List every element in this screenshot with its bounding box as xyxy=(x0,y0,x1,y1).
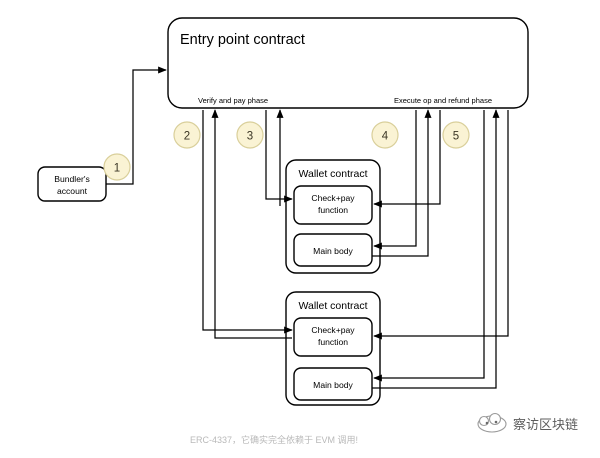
step-marker-1-number: 1 xyxy=(114,163,120,175)
connector-step5-entry-to-wallet2-checkpay xyxy=(373,110,509,340)
watermark-logo-icon xyxy=(477,412,507,433)
wallet-2-mainbody-box xyxy=(293,367,373,401)
step-marker-4 xyxy=(371,121,399,149)
step-marker-3-number: 3 xyxy=(247,131,253,143)
wallet-1-checkpay-label-line2: function xyxy=(318,205,348,215)
connector-step5-down-to-wallet2-mainbody xyxy=(373,110,485,382)
step-marker-1 xyxy=(103,153,131,181)
step-marker-4-number: 4 xyxy=(382,131,389,143)
connector-step4-return-from-wallet1 xyxy=(372,109,432,257)
wallet-2-checkpay-label-line2: function xyxy=(318,337,348,347)
connector-bundler-to-entrypoint xyxy=(106,66,167,185)
caption-text: ERC-4337，它确实完全依赖于 EVM 调用! xyxy=(190,434,358,445)
bundler-label-line2: account xyxy=(57,186,88,196)
connector-step4-down-to-wallet1-mainbody xyxy=(373,110,417,250)
connector-step2-return-to-entry xyxy=(211,109,292,339)
wallet-1-mainbody-label: Main body xyxy=(313,246,353,256)
watermark-label: 察访区块链 xyxy=(513,417,578,432)
connector-step3-down-to-wallet1 xyxy=(265,110,293,203)
wallet-1-checkpay-box xyxy=(293,185,373,225)
wallet-2-mainbody-label: Main body xyxy=(313,380,353,390)
wallet-contract-1-title: Wallet contract xyxy=(298,168,367,180)
step-marker-2-number: 2 xyxy=(184,131,190,143)
step-marker-2 xyxy=(173,121,201,149)
connector-step4-entry-to-wallet1-checkpay xyxy=(373,110,441,208)
wallet-2-checkpay-label-line1: Check+pay xyxy=(311,325,355,335)
connector-step5-return-from-wallet2 xyxy=(372,109,500,389)
wallet-contract-2-title: Wallet contract xyxy=(298,300,367,312)
connector-step2-down-to-wallet2 xyxy=(202,110,293,334)
entry-point-title: Entry point contract xyxy=(180,32,305,48)
phase-label-execute: Execute op and refund phase xyxy=(394,96,492,105)
bundler-label-line1: Bundler's xyxy=(54,174,90,184)
step-marker-3 xyxy=(236,121,264,149)
phase-label-verify: Verify and pay phase xyxy=(198,96,268,105)
wallet-1-mainbody-box xyxy=(293,233,373,267)
step-marker-5 xyxy=(442,121,470,149)
step-marker-5-number: 5 xyxy=(453,131,459,143)
wallet-2-checkpay-box xyxy=(293,317,373,357)
wallet-1-checkpay-label-line1: Check+pay xyxy=(311,193,355,203)
entry-point-contract-box xyxy=(167,17,529,109)
